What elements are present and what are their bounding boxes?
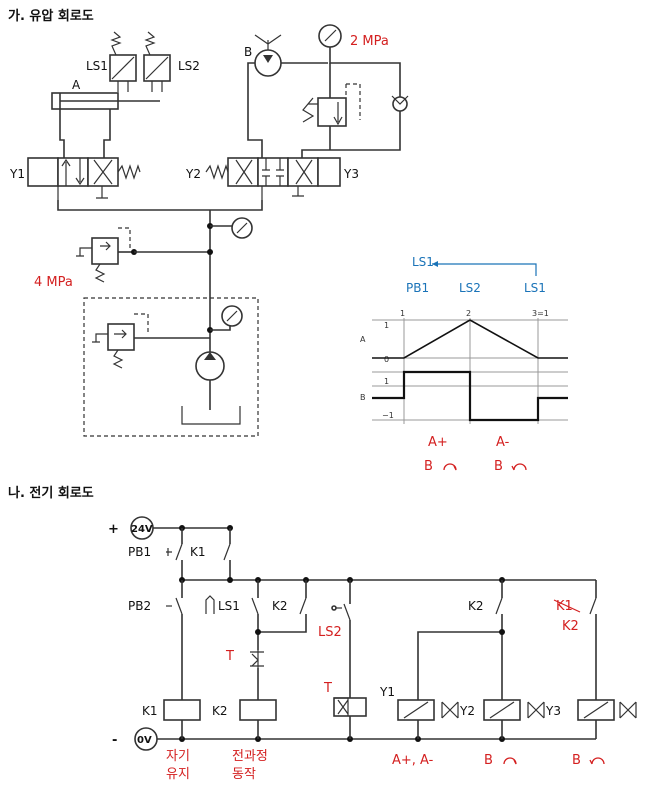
note-b2: B [494,459,503,474]
k1-coil-label: K1 [142,704,158,718]
ls1-contact-label: LS1 [218,599,240,613]
rotate-ccw-icon [511,463,527,471]
valve-y1-symbol [27,157,141,200]
k1-struck-label: K1 [556,599,573,614]
solenoid-y1-symbol [397,699,459,739]
y2-label-hyd: Y2 [185,167,201,181]
note-a-minus: A- [496,435,510,450]
supply-zero: 0V [137,735,152,746]
pump-symbol [195,351,225,381]
rotate-ccw-icon-y3 [589,757,605,765]
label-k1-line2: 유지 [166,767,190,782]
a-tick-1: 1 [384,321,389,330]
a-tick-0: 0 [384,355,389,364]
note-b1: B [424,459,433,474]
pump-relief-valve-symbol [92,313,210,369]
label-y2: B [484,753,493,768]
label-k2-line1: 전과정 [232,749,268,764]
solenoid-y2-symbol [483,699,545,739]
step-3: 3=1 [532,309,549,318]
seq-label-ls1: LS1 [524,281,546,295]
b-tick-1: 1 [384,377,389,386]
pressure-relief-label: 4 MPa [34,275,73,290]
y3-coil-label: Y3 [545,704,561,718]
y1-label-hyd: Y1 [9,167,25,181]
k2-contact-b-label: K2 [468,599,484,613]
solenoid-y3-symbol [577,699,637,739]
timer-coil-symbol [333,697,367,717]
label-k2-line2: 동작 [232,767,256,782]
y1-coil-label: Y1 [379,685,395,699]
pb2-label: PB2 [128,599,151,613]
supply-minus: - [112,733,117,748]
heading-electric: 나. 전기 회로도 [8,485,94,501]
pressure-top-label: 2 MPa [350,34,389,49]
cylinder-a-symbol [51,92,160,118]
k2-sub-label: K2 [562,619,579,634]
step-2: 2 [466,309,471,318]
label-y3: B [572,753,581,768]
b-motion-line [372,370,568,422]
k2-coil-label: K2 [212,704,228,718]
cylinder-label: A [72,78,81,92]
motor-b-symbol [247,34,328,158]
timer-coil-label: T [323,681,332,696]
motor-label: B [244,45,252,59]
pressure-gauge-mid [231,217,253,239]
hydraulic-circuit: LS1 LS2 A Y1 [9,24,409,437]
power-unit-box [83,297,259,437]
pb1-label: PB1 [128,545,151,559]
k1-coil-symbol [163,699,201,721]
valve-y2-y3-symbol [205,157,341,200]
rotate-cw-icon [443,463,457,471]
pressure-gauge-top [318,24,342,48]
axis-b-label: B [360,393,366,402]
supply-plus: + [108,522,119,537]
rotate-cw-icon-y2 [503,757,517,765]
ls2-label: LS2 [178,59,200,73]
note-a-plus: A+ [428,435,448,450]
label-y1: A+, A- [392,753,434,768]
b-tick-neg1: −1 [382,411,394,420]
step-1: 1 [400,309,405,318]
pressure-gauge-pump [221,305,243,327]
tank-symbol [181,406,241,425]
limit-switch-ls2-symbol [143,31,171,92]
limit-switch-ls1-symbol [109,31,137,92]
supply-voltage: 24V [131,524,153,535]
ls2-contact-label: LS2 [318,625,342,640]
k2-contact-a-label: K2 [272,599,288,613]
relief-valve-symbol [76,227,134,283]
k1-contact-label: K1 [190,545,206,559]
ls1-label: LS1 [86,59,108,73]
seq-label-ls2: LS2 [459,281,481,295]
axis-a-label: A [360,335,366,344]
electric-circuit: + 24V - 0V PB1 K1 PB2 LS1 [108,516,637,782]
seq-top-ls1: LS1 [412,255,434,269]
y2-coil-label: Y2 [459,704,475,718]
k2-coil-symbol [239,699,277,721]
a-motion-line [372,319,568,359]
check-valve-symbol [391,95,409,112]
seq-label-pb1: PB1 [406,281,429,295]
pressure-valve-symbol [302,63,361,150]
y3-label-hyd: Y3 [343,167,359,181]
sequence-diagram: LS1 PB1 LS2 LS1 1 2 3=1 A 1 0 B 1 −1 A+ … [360,255,568,474]
label-k1-line1: 자기 [166,749,190,764]
timer-contact-label: T [225,649,234,664]
heading-hydraulic: 가. 유압 회로도 [8,8,94,24]
